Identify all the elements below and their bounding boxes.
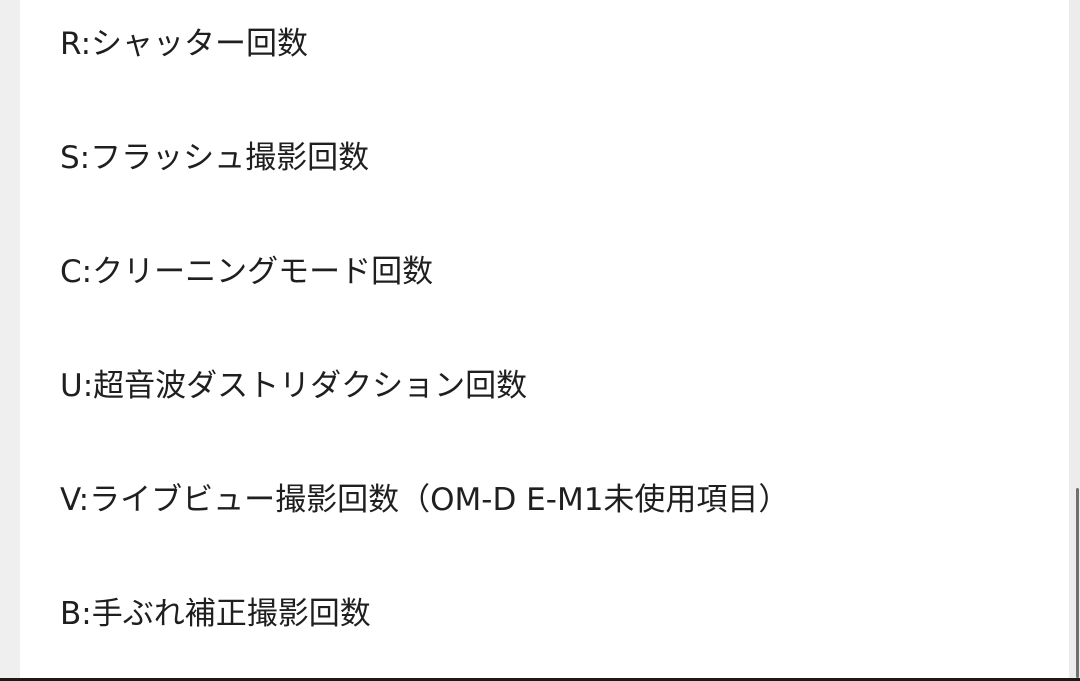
right-gutter (1069, 0, 1080, 681)
list-item-stabilization-count: B:手ぶれ補正撮影回数 (60, 596, 371, 632)
vertical-scrollbar[interactable] (1076, 488, 1079, 678)
list-item-shutter-count: R:シャッター回数 (60, 26, 309, 62)
left-gutter (0, 0, 20, 681)
list-item-dust-reduction-count: U:超音波ダストリダクション回数 (60, 368, 528, 404)
list-item-flash-count: S:フラッシュ撮影回数 (60, 140, 370, 176)
document-page: R:シャッター回数 S:フラッシュ撮影回数 C:クリーニングモード回数 U:超音… (20, 0, 1069, 681)
bottom-divider (0, 678, 1080, 681)
list-item-live-view-count: V:ライブビュー撮影回数（OM-D E-M1未使用項目） (60, 482, 790, 518)
list-item-cleaning-mode-count: C:クリーニングモード回数 (60, 254, 434, 290)
